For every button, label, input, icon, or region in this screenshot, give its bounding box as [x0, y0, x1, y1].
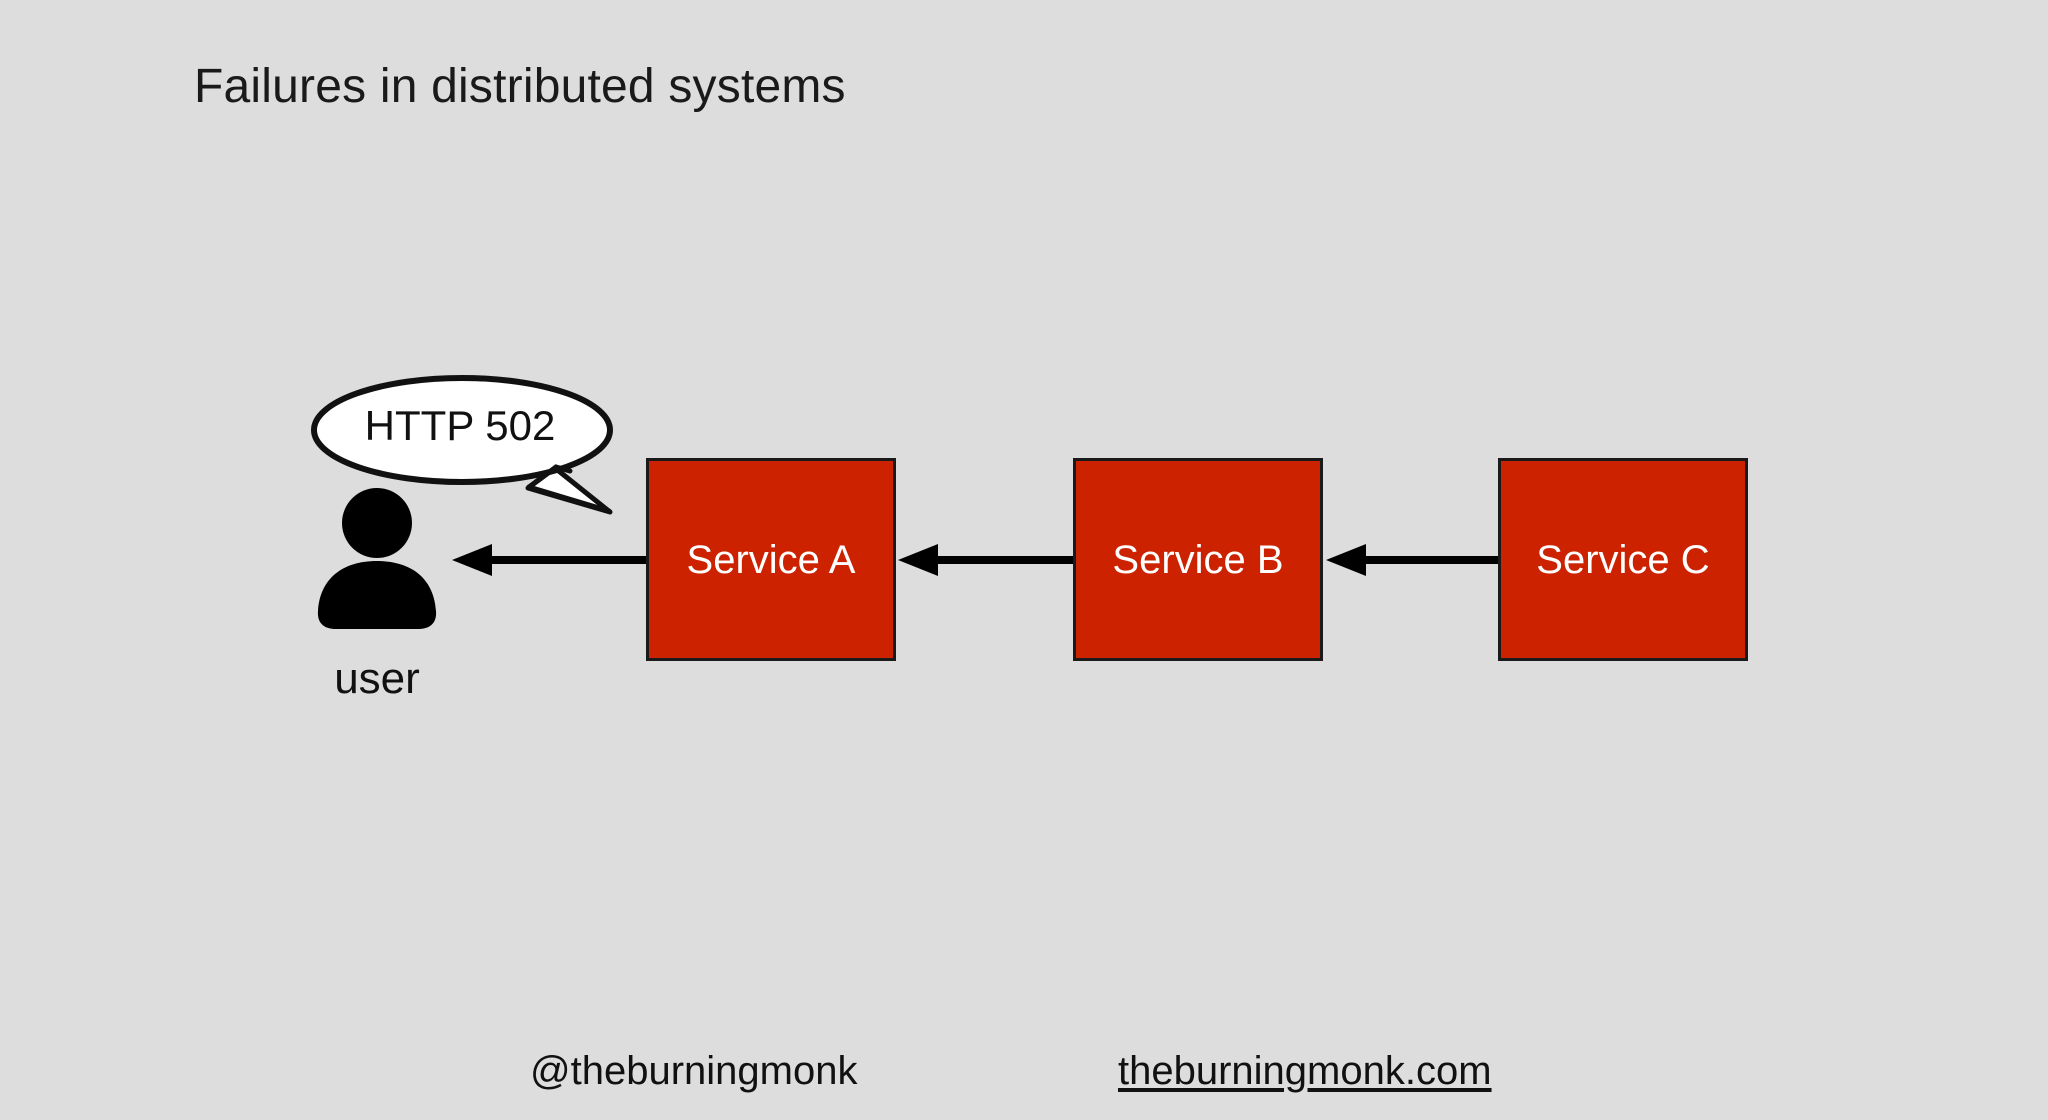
arrow-service-c-to-service-b — [1326, 543, 1501, 577]
service-box-b-label: Service B — [1112, 537, 1284, 582]
arrow-service-b-to-service-a — [898, 543, 1076, 577]
arrow-service-a-to-user — [452, 543, 650, 577]
speech-bubble-shape — [311, 375, 613, 515]
service-box-b[interactable]: Service B — [1073, 458, 1323, 661]
user-label: user — [334, 654, 420, 703]
service-box-c-label: Service C — [1536, 537, 1710, 582]
speech-bubble-text: HTTP 502 — [364, 402, 556, 449]
service-box-a-label: Service A — [686, 537, 856, 582]
user-icon — [317, 488, 437, 629]
service-box-c[interactable]: Service C — [1498, 458, 1748, 661]
speech-bubble-tail-outline — [526, 464, 573, 490]
footer-twitter-handle: @theburningmonk — [530, 1049, 858, 1093]
speech-bubble-tail-edge — [526, 484, 612, 514]
footer-website-link[interactable]: theburningmonk.com — [1118, 1049, 1492, 1093]
service-box-a[interactable]: Service A — [646, 458, 896, 661]
page-title: Failures in distributed systems — [194, 60, 846, 113]
speech-bubble: HTTP 502 — [310, 372, 630, 515]
speech-bubble-ellipse — [311, 375, 613, 485]
